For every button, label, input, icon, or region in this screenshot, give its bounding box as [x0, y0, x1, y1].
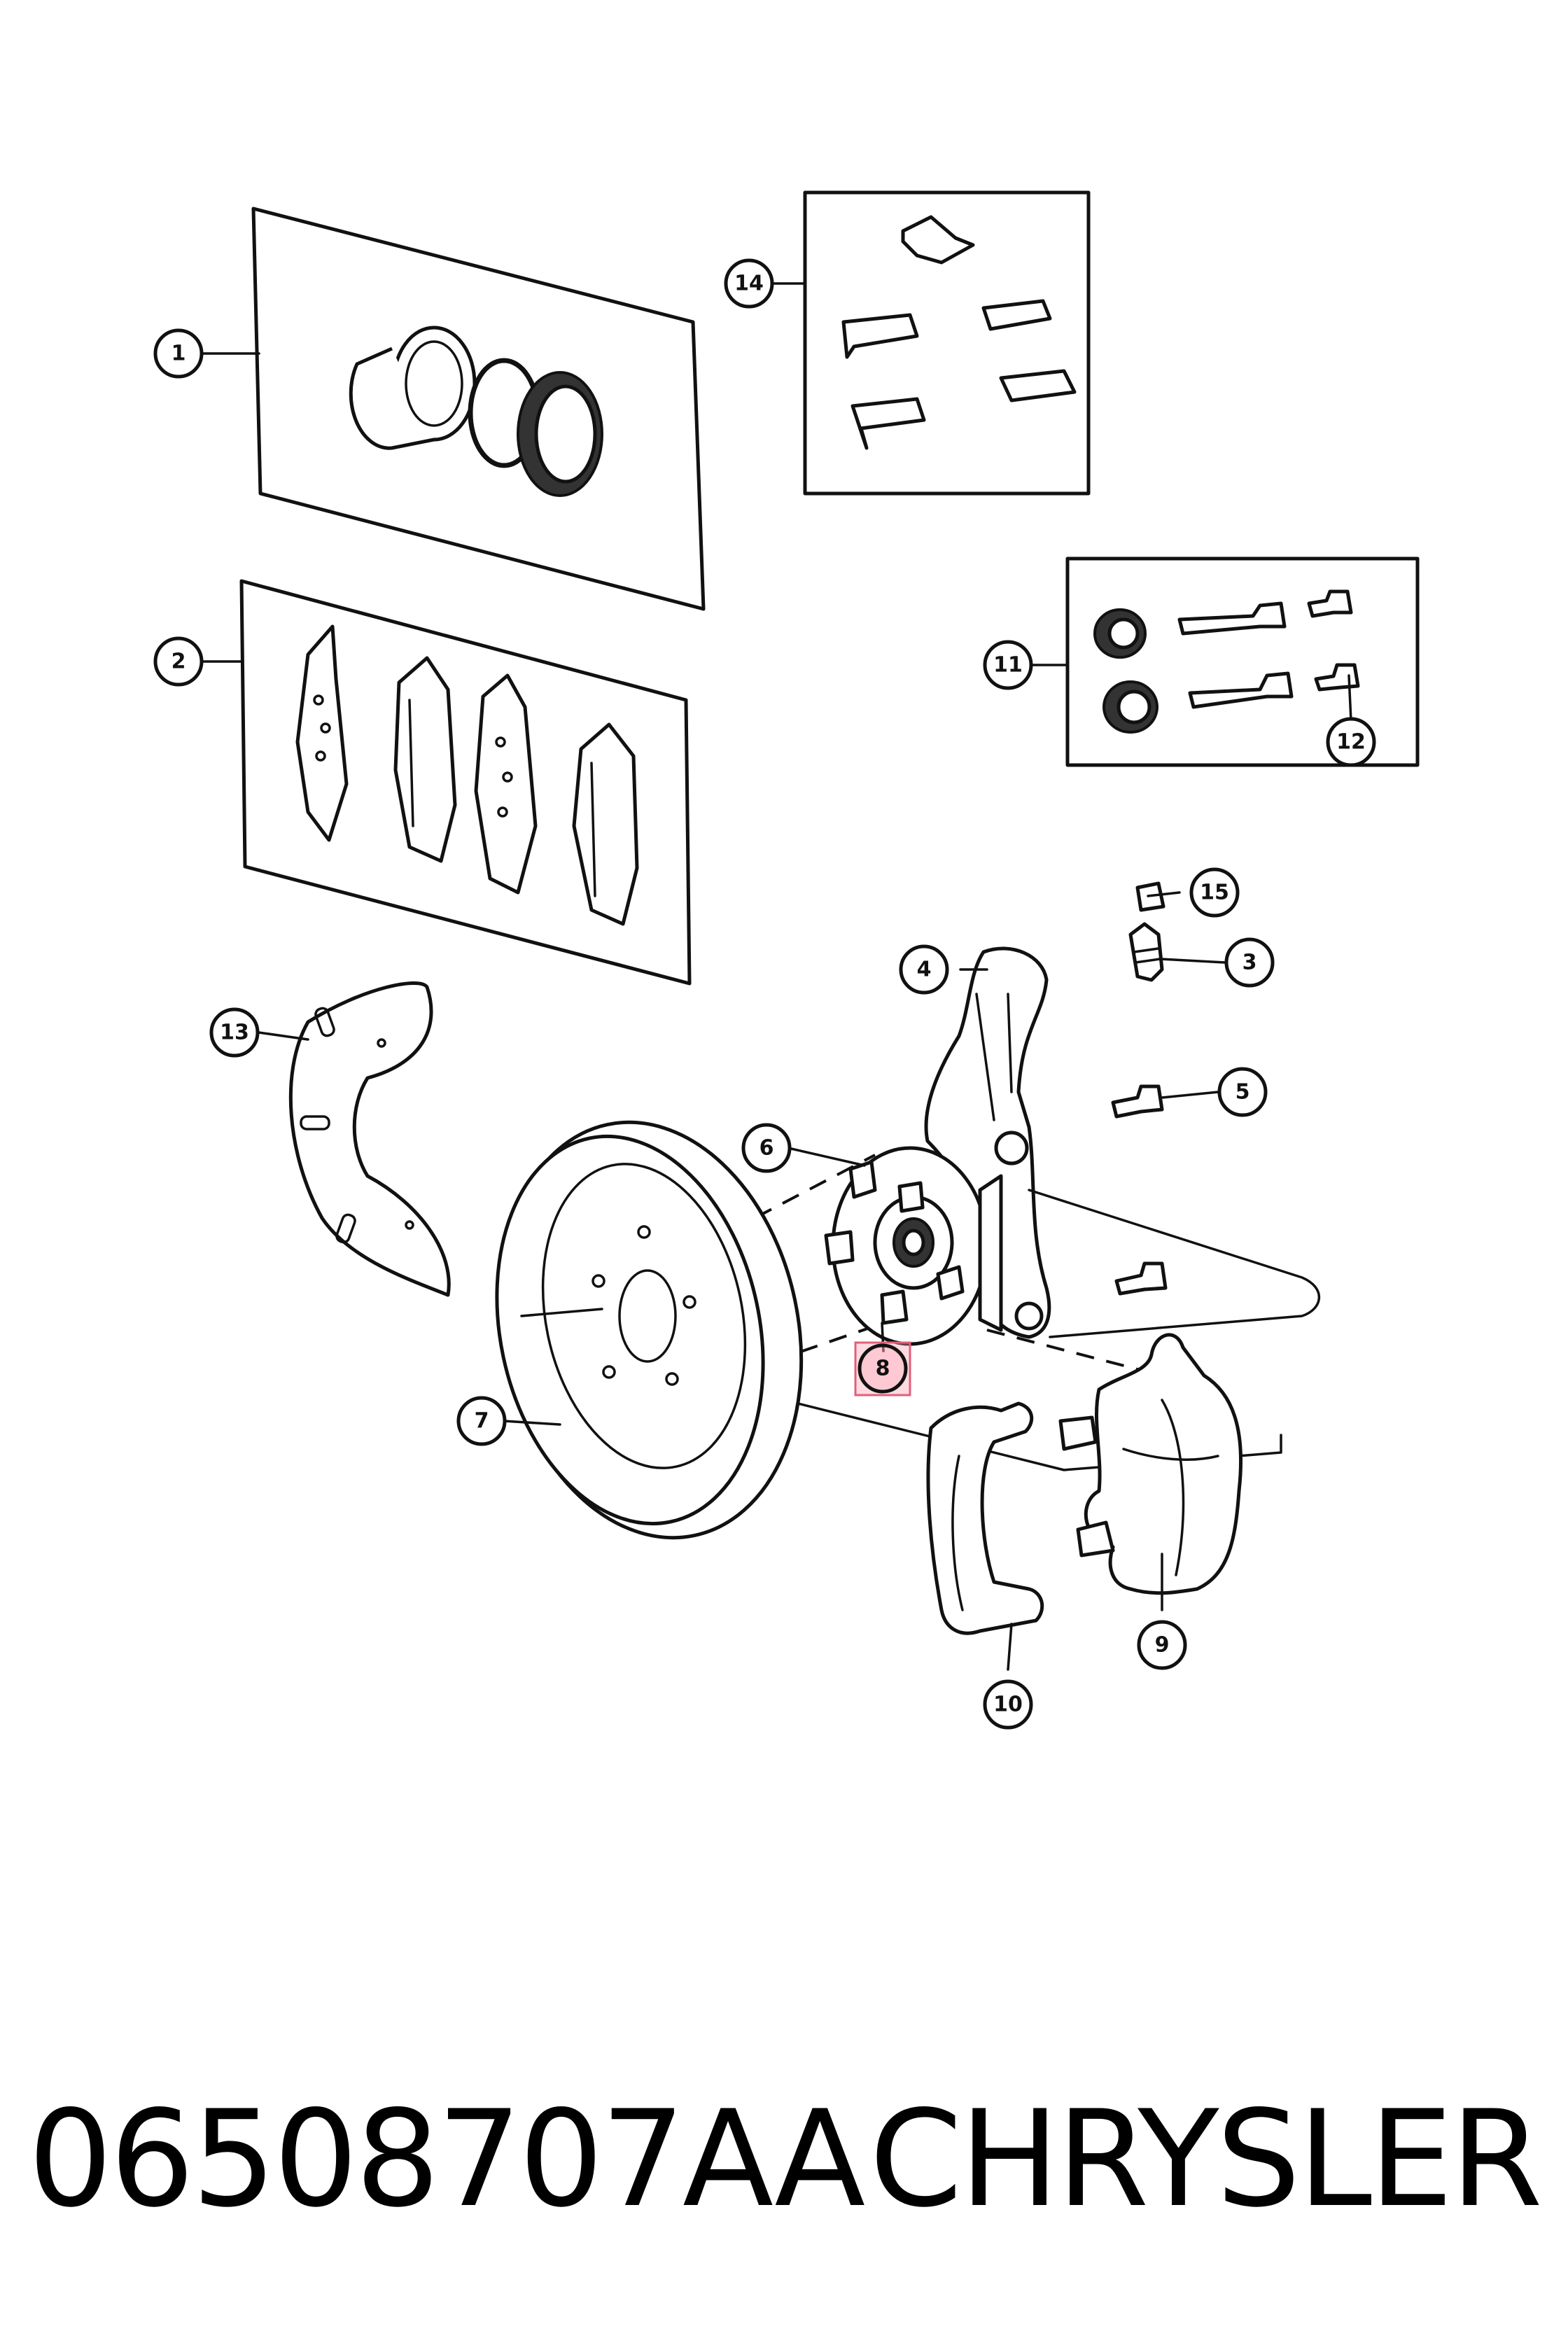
- callout-label: 14: [734, 272, 764, 296]
- clip-part: [850, 397, 926, 450]
- callout-11: 11: [983, 640, 1033, 690]
- callout-label: 2: [172, 650, 186, 674]
- callout-circle: [983, 640, 1033, 690]
- callout-14: 14: [724, 258, 774, 309]
- guide-pin-part: [1177, 601, 1287, 636]
- leader-lines: [202, 282, 1352, 1671]
- brake-pad-3: [474, 673, 538, 895]
- callout-label: 9: [1155, 1633, 1170, 1658]
- callout-label: 10: [993, 1693, 1023, 1717]
- callout-label: 1: [172, 342, 186, 366]
- callout-circle: [1217, 1067, 1268, 1117]
- brake-pad-1: [295, 624, 349, 842]
- callout-circle: [1137, 1620, 1187, 1670]
- knuckle-outline: [1028, 1189, 1321, 1338]
- clip-part: [999, 369, 1077, 402]
- panel-clip-hardware: [803, 190, 1091, 496]
- clip-part: [841, 313, 919, 359]
- piston-part: [349, 326, 477, 450]
- callout-circle: [456, 1396, 507, 1446]
- callout-circle: [899, 944, 949, 995]
- callout-circle: [724, 258, 774, 309]
- bushing-part: [1102, 680, 1158, 734]
- part-number: 06508707AA: [28, 2082, 865, 2236]
- callout-label: 11: [993, 653, 1023, 678]
- dust-boot-part: [517, 371, 603, 497]
- caliper-bracket-part: [926, 1401, 1044, 1635]
- callout-6: 6: [741, 1123, 792, 1173]
- callout-label: 5: [1236, 1080, 1250, 1105]
- callout-label: 3: [1242, 951, 1257, 975]
- guide-pin-part: [1188, 671, 1294, 709]
- callout-5: 5: [1217, 1067, 1268, 1117]
- callout-circle: [153, 636, 204, 687]
- callout-4: 4: [899, 944, 949, 995]
- hub-bearing-part: [831, 1146, 1003, 1346]
- clip-part: [981, 299, 1052, 331]
- brake-pad-4: [572, 722, 639, 926]
- panel-piston-seal-kit: [251, 206, 706, 611]
- callout-10: 10: [983, 1679, 1033, 1730]
- callout-15: 15: [1189, 867, 1240, 918]
- callout-8: 8: [858, 1343, 908, 1394]
- bolt-part: [1307, 589, 1353, 618]
- bleeder-screw-part: [1128, 922, 1164, 982]
- callout-label: 8: [876, 1357, 890, 1381]
- callout-circle: [741, 1123, 792, 1173]
- steering-knuckle-part: [924, 946, 1051, 1339]
- callout-label: 13: [220, 1021, 249, 1045]
- footer-bar: 06508707AA CHRYSLER: [28, 2082, 1543, 2236]
- callout-9: 9: [1137, 1620, 1187, 1670]
- callout-circle: [1189, 867, 1240, 918]
- clip-part: [901, 215, 975, 265]
- panel-guide-pin-kit: [1065, 556, 1420, 767]
- bushing-part: [1093, 608, 1147, 659]
- knuckle-bolt-part: [1114, 1261, 1168, 1296]
- brake-rotor-part: [495, 1120, 804, 1540]
- callout-circle: [153, 328, 204, 379]
- brake-pad-2: [393, 656, 457, 863]
- callout-1: 1: [153, 328, 204, 379]
- callout-circle: [209, 1007, 260, 1058]
- callout-label: 7: [475, 1409, 489, 1434]
- highlight-box: [854, 1341, 911, 1396]
- callout-12: 12: [1326, 717, 1376, 767]
- callout-3: 3: [1224, 937, 1275, 988]
- caliper-part: [1058, 1333, 1242, 1595]
- callout-label: 4: [917, 958, 932, 982]
- callout-13: 13: [209, 1007, 260, 1058]
- panel-brake-pads: [239, 579, 692, 986]
- callout-circle: [983, 1679, 1033, 1730]
- bolt-part: [1314, 663, 1360, 692]
- knuckle-bolt-part: [1111, 1084, 1164, 1119]
- wheel-stud-part: [824, 1160, 965, 1325]
- brand-name: CHRYSLER: [869, 2082, 1543, 2236]
- callout-circle: [1224, 937, 1275, 988]
- callout-label: 12: [1336, 730, 1366, 755]
- callout-7: 7: [456, 1396, 507, 1446]
- callout-circle: [858, 1343, 908, 1394]
- callout-label: 6: [760, 1136, 774, 1161]
- splash-shield-part: [288, 981, 451, 1297]
- callout-circle: [1326, 717, 1376, 767]
- callout-label: 15: [1200, 881, 1229, 905]
- callout-2: 2: [153, 636, 204, 687]
